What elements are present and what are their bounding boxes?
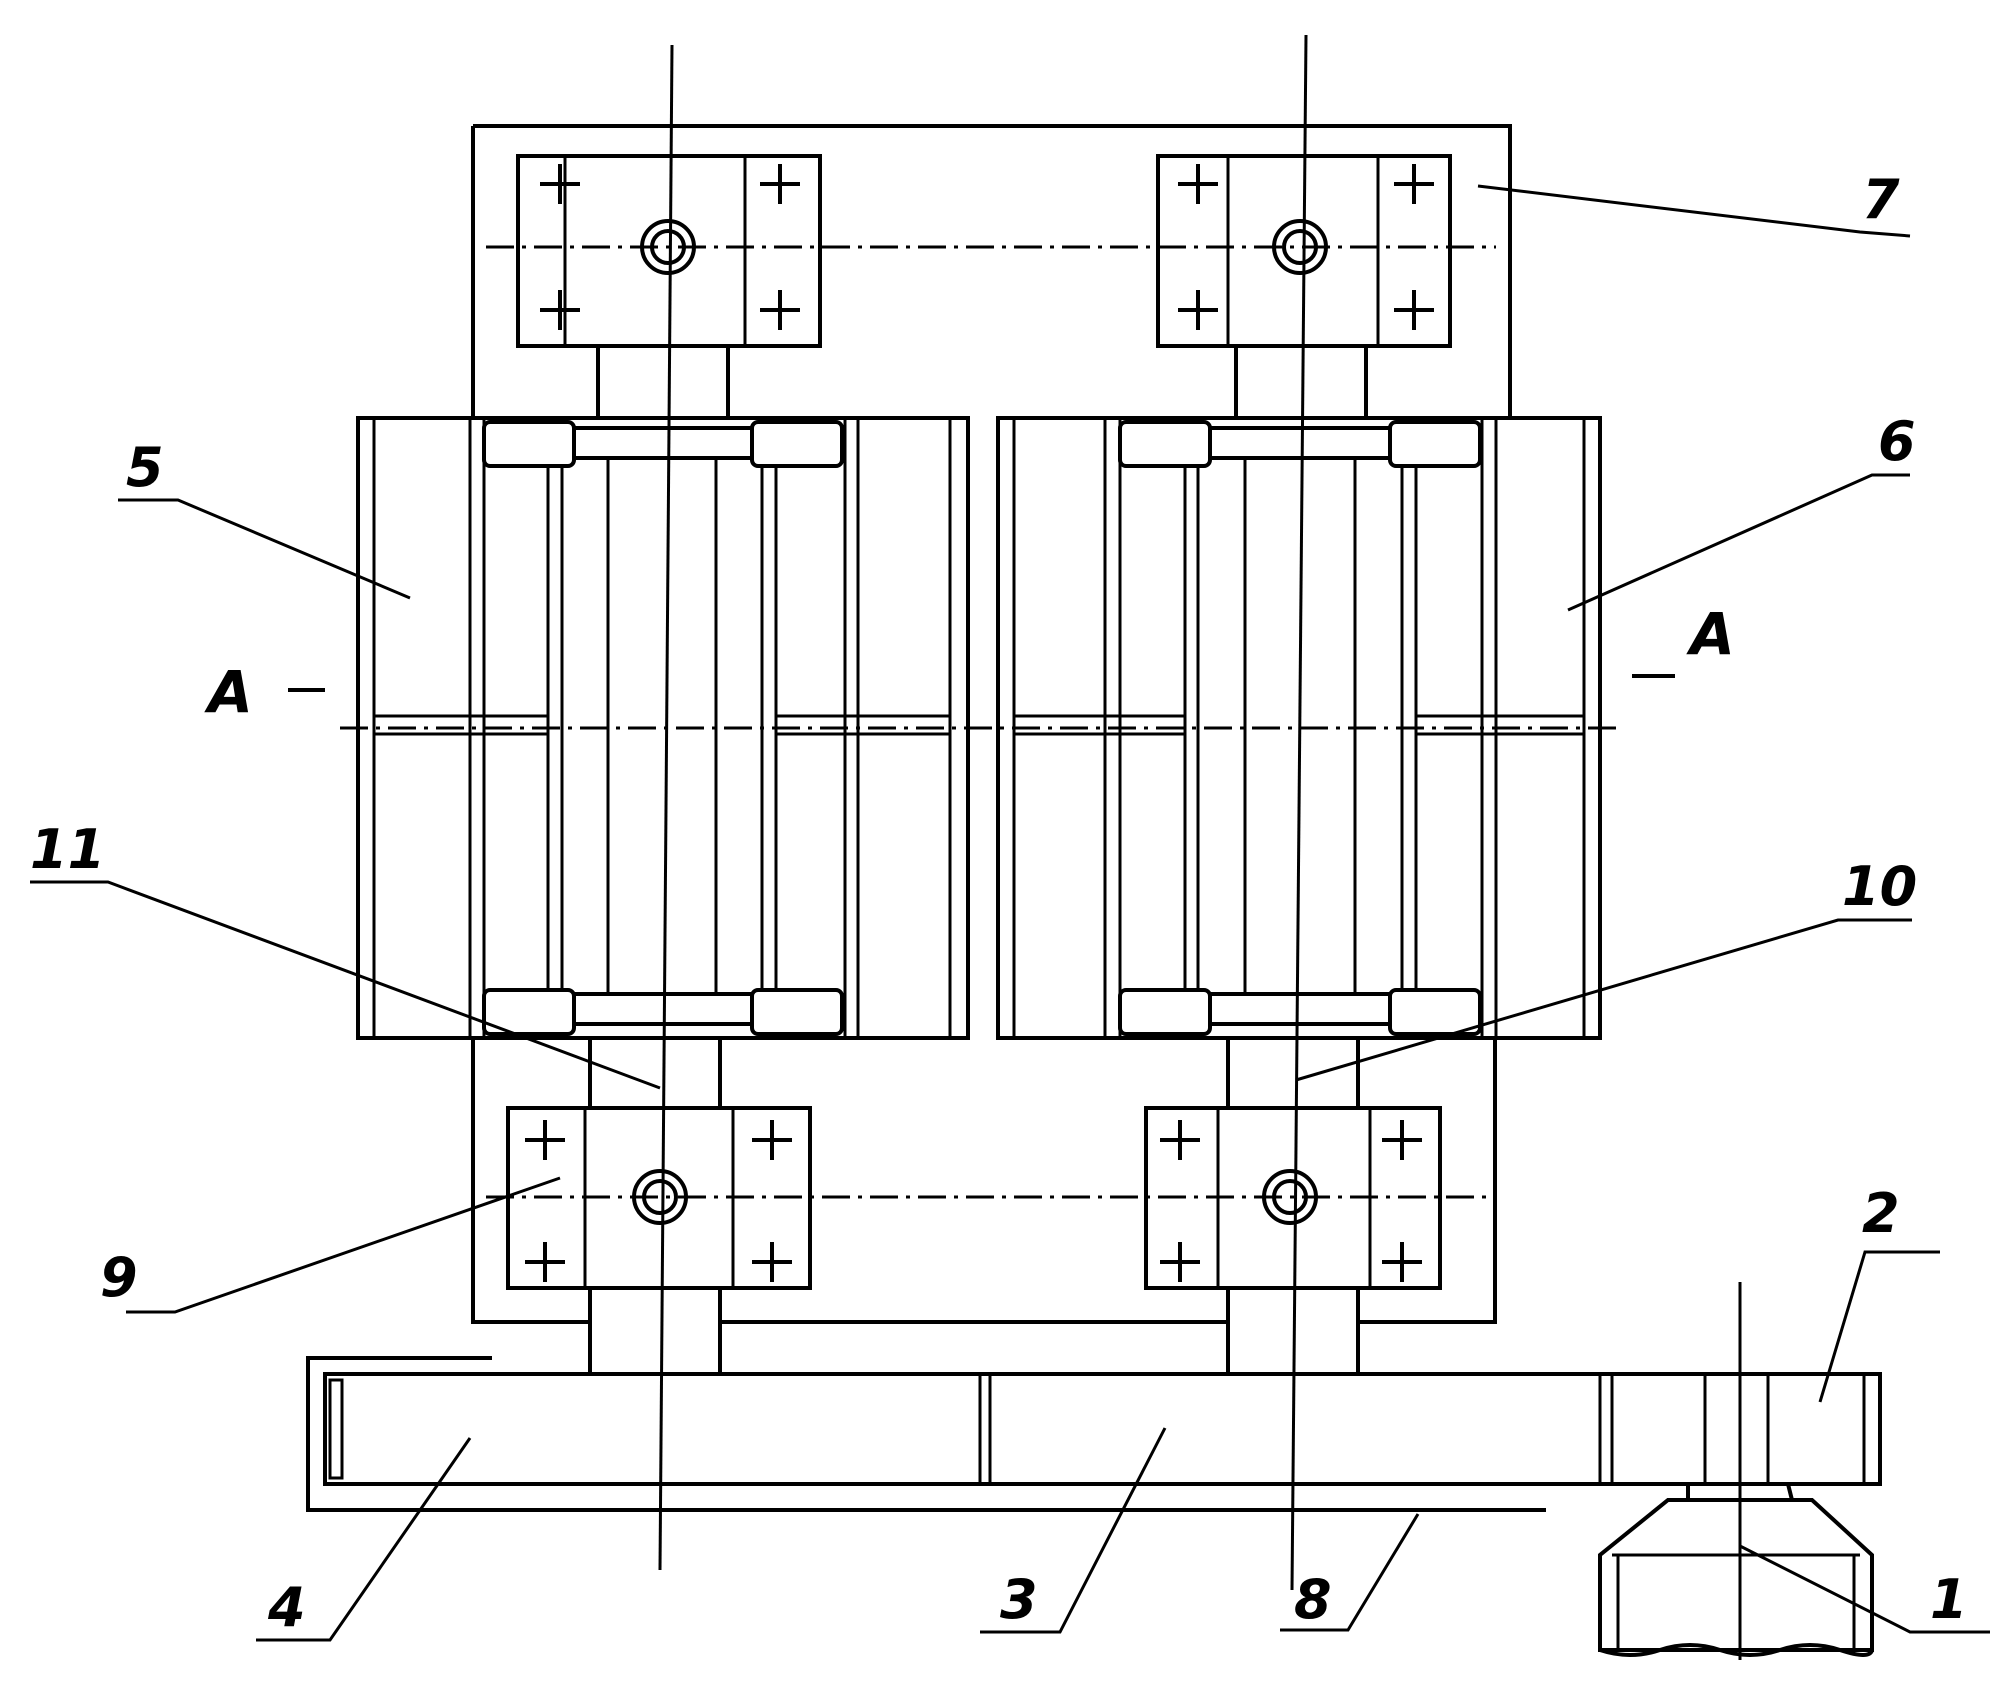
label-2: 2 — [1862, 1182, 1900, 1245]
part-labels: 7 6 5 11 10 9 2 4 3 8 1 A A — [30, 168, 1968, 1639]
belt-assembly — [306, 1356, 1882, 1512]
center-lines — [340, 34, 1742, 1660]
label-1: 1 — [1930, 1568, 1968, 1631]
label-10: 10 — [1842, 855, 1917, 918]
label-9: 9 — [100, 1246, 138, 1309]
section-label-a-left: A — [204, 658, 253, 726]
label-6: 6 — [1878, 410, 1916, 473]
motor — [1598, 1482, 1874, 1657]
label-3: 3 — [1000, 1568, 1038, 1631]
label-11: 11 — [30, 818, 105, 881]
leader-lines — [30, 184, 1990, 1642]
label-8: 8 — [1294, 1568, 1332, 1631]
label-7: 7 — [1862, 168, 1900, 231]
label-4: 4 — [267, 1576, 306, 1639]
section-label-a-right: A — [1686, 600, 1735, 668]
label-5: 5 — [126, 436, 164, 499]
frame — [471, 124, 1512, 1324]
